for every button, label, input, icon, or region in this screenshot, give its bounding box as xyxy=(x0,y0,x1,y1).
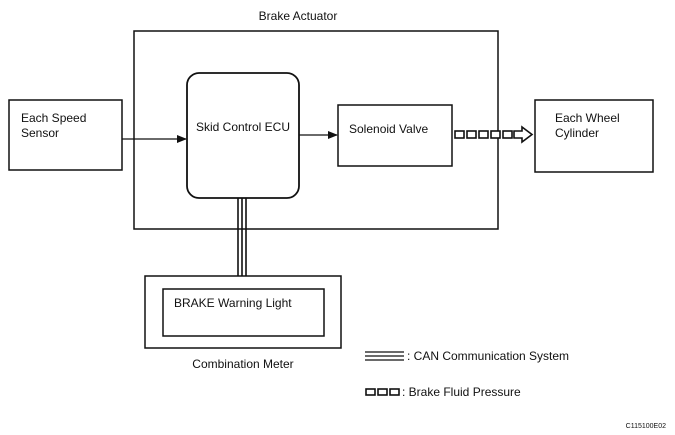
solenoid-valve-box xyxy=(337,104,453,167)
legend-fluid-icon xyxy=(365,388,400,396)
legend-can-icon xyxy=(365,351,404,361)
figure-code: C115100E02 xyxy=(626,423,666,430)
combination-meter-box xyxy=(144,275,342,349)
solenoid-valve-label: Solenoid Valve xyxy=(349,122,428,136)
skid-control-ecu-box xyxy=(186,72,300,199)
brake-warning-light-label: BRAKE Warning Light xyxy=(174,296,292,310)
wheel-cylinder-label-line2: Cylinder xyxy=(555,126,599,140)
can-communication-lines xyxy=(237,198,247,276)
legend-fluid-label: : Brake Fluid Pressure xyxy=(402,385,521,399)
skid-control-ecu-label: Skid Control ECU xyxy=(196,120,290,134)
brake-warning-light-box xyxy=(162,288,325,337)
speed-sensor-label-line1: Each Speed xyxy=(21,111,86,125)
fluid-arrowhead-icon xyxy=(513,125,534,144)
brake-actuator-label: Brake Actuator xyxy=(259,9,338,23)
speed-sensor-box xyxy=(8,99,123,171)
wheel-cylinder-box xyxy=(534,99,654,173)
combination-meter-label: Combination Meter xyxy=(192,357,293,371)
brake-actuator-box xyxy=(133,30,499,230)
brake-fluid-pressure-line xyxy=(454,125,534,144)
speed-sensor-label-line2: Sensor xyxy=(21,126,59,140)
legend-can-label: : CAN Communication System xyxy=(407,349,569,363)
wheel-cylinder-label-line1: Each Wheel xyxy=(555,111,620,125)
